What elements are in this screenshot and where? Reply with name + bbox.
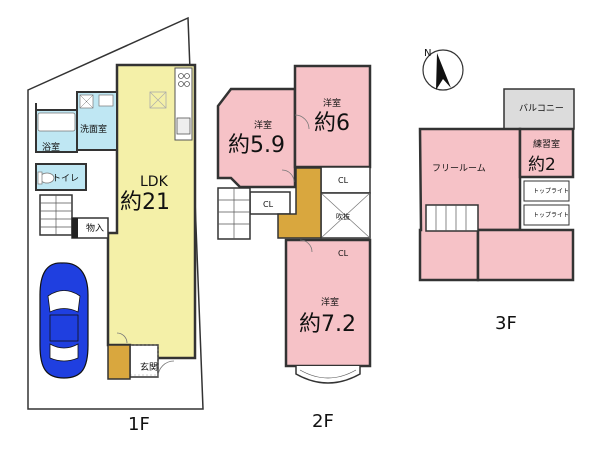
closet-3-label: CL [338, 249, 349, 258]
floor-3-plan: フリールーム 練習室 約2 バルコニー トップライト トップライト 3F [418, 88, 575, 334]
practice-room [518, 127, 575, 179]
hallway-2f [277, 167, 322, 239]
toplight-2-label: トップライト [533, 212, 569, 219]
room-6-name: 洋室 [323, 97, 341, 109]
void-label: 吹抜 [336, 212, 350, 221]
washroom-label: 洗面室 [80, 123, 107, 135]
fridge-icon [149, 91, 167, 109]
room-6-size: 約6 [314, 111, 350, 136]
stove-icon [178, 73, 184, 79]
bay-window [295, 366, 361, 384]
room-6 [293, 64, 372, 169]
void-area [320, 192, 371, 239]
room-7-2-size: 約7.2 [299, 312, 356, 337]
staircase-2f [217, 187, 251, 240]
balcony-label: バルコニー [519, 103, 564, 114]
toplight-1-label: トップライト [533, 188, 569, 195]
practice-room-name: 練習室 [533, 138, 560, 150]
entrance-area [129, 344, 159, 378]
free-room-label: フリールーム [432, 163, 486, 174]
toplight-1 [523, 180, 570, 202]
entrance-label: 玄関 [140, 361, 158, 373]
balcony-area [503, 88, 575, 130]
floor-2-plan: 洋室 約5.9 洋室 約6 CL CL CL 吹抜 洋室 約7.2 2F [216, 64, 372, 432]
north-arrow-icon: N [422, 48, 464, 91]
car-icon [39, 262, 89, 379]
closet-1-label: CL [338, 176, 349, 185]
door-swing-icon [116, 332, 128, 344]
floor-1-label: 1F [128, 414, 150, 435]
floor-2-label: 2F [312, 411, 334, 432]
bath-label: 浴室 [42, 141, 60, 153]
room-5-9-size: 約5.9 [228, 133, 285, 158]
floor-1-plan: 洗面室 浴室 トイレ 物入 玄関 LDK 約21 1F [27, 16, 204, 435]
staircase-1f [39, 194, 73, 236]
ldk-size-label: 約21 [120, 190, 170, 215]
room-5-9-name: 洋室 [254, 119, 272, 131]
toplight-2 [523, 204, 570, 226]
room-7-2-name: 洋室 [321, 296, 339, 308]
ldk-name-label: LDK [140, 174, 169, 190]
practice-room-size: 約2 [528, 155, 556, 175]
closet-2-label: CL [263, 200, 274, 209]
room-7-2 [284, 238, 372, 368]
toilet-label: トイレ [52, 174, 79, 184]
north-label: N [424, 48, 431, 59]
free-room-extension [476, 228, 575, 282]
floor-3-label: 3F [495, 313, 517, 334]
sink-icon [176, 117, 191, 135]
staircase-3f [425, 204, 479, 232]
bathtub-icon [37, 112, 76, 132]
storage-label: 物入 [86, 222, 104, 234]
